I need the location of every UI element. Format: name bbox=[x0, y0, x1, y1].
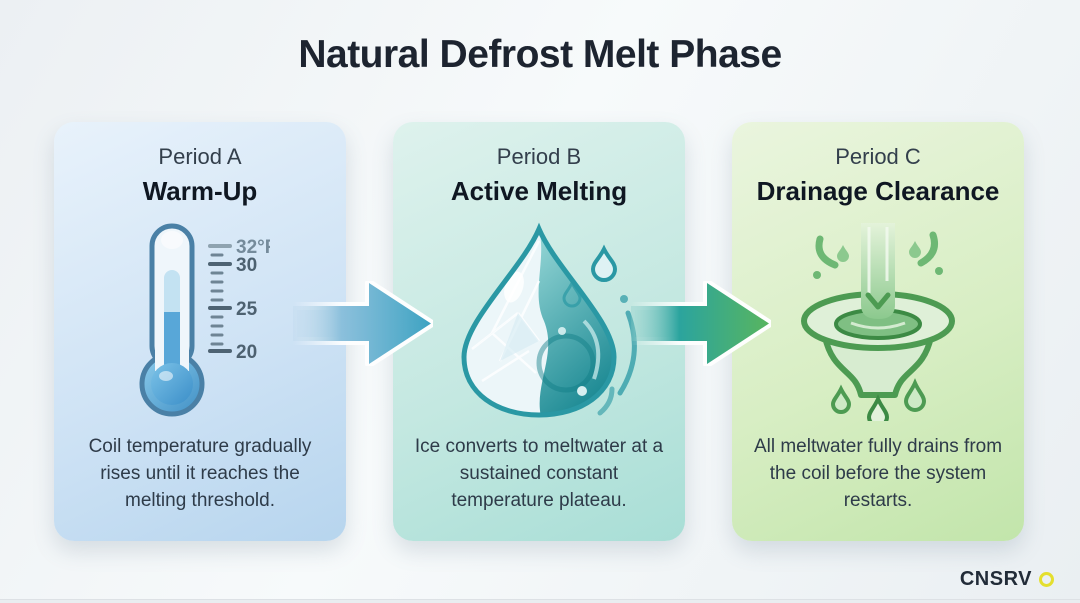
period-label-b: Period B bbox=[496, 144, 582, 169]
phase-description-c: All meltwater fully drains from the coil… bbox=[753, 436, 1003, 512]
phase-title-b: Active Melting bbox=[450, 176, 628, 206]
scale-25: 25 bbox=[236, 299, 258, 320]
flow-arrow-1-icon bbox=[289, 279, 435, 368]
melting-droplet-icon bbox=[393, 207, 685, 434]
phase-description-a: Coil temperature gradually rises until i… bbox=[88, 436, 312, 512]
scale-32: 32°F bbox=[236, 237, 270, 258]
brand-ring-icon bbox=[1039, 572, 1054, 587]
phase-description-b: Ice converts to meltwater at a sustained… bbox=[414, 436, 664, 512]
flow-arrow-2-icon bbox=[627, 279, 773, 368]
phase-card-drainage-clearance: Period C Drainage Clearance bbox=[732, 122, 1024, 541]
brand-name: CNSRV bbox=[959, 568, 1032, 590]
period-label-c: Period C bbox=[835, 144, 921, 169]
scale-30: 30 bbox=[236, 255, 257, 276]
bottom-edge-strip bbox=[0, 599, 1080, 603]
drain-funnel-icon bbox=[732, 207, 1024, 434]
phase-title-a: Warm-Up bbox=[142, 176, 258, 206]
scale-20: 20 bbox=[236, 342, 257, 363]
phase-title-c: Drainage Clearance bbox=[756, 176, 1000, 206]
period-label-a: Period A bbox=[158, 144, 242, 169]
page-title: Natural Defrost Melt Phase bbox=[298, 33, 782, 76]
thermometer-icon: 32°F 30 25 20 bbox=[54, 207, 346, 434]
brand-logo: CNSRV bbox=[960, 568, 1054, 591]
